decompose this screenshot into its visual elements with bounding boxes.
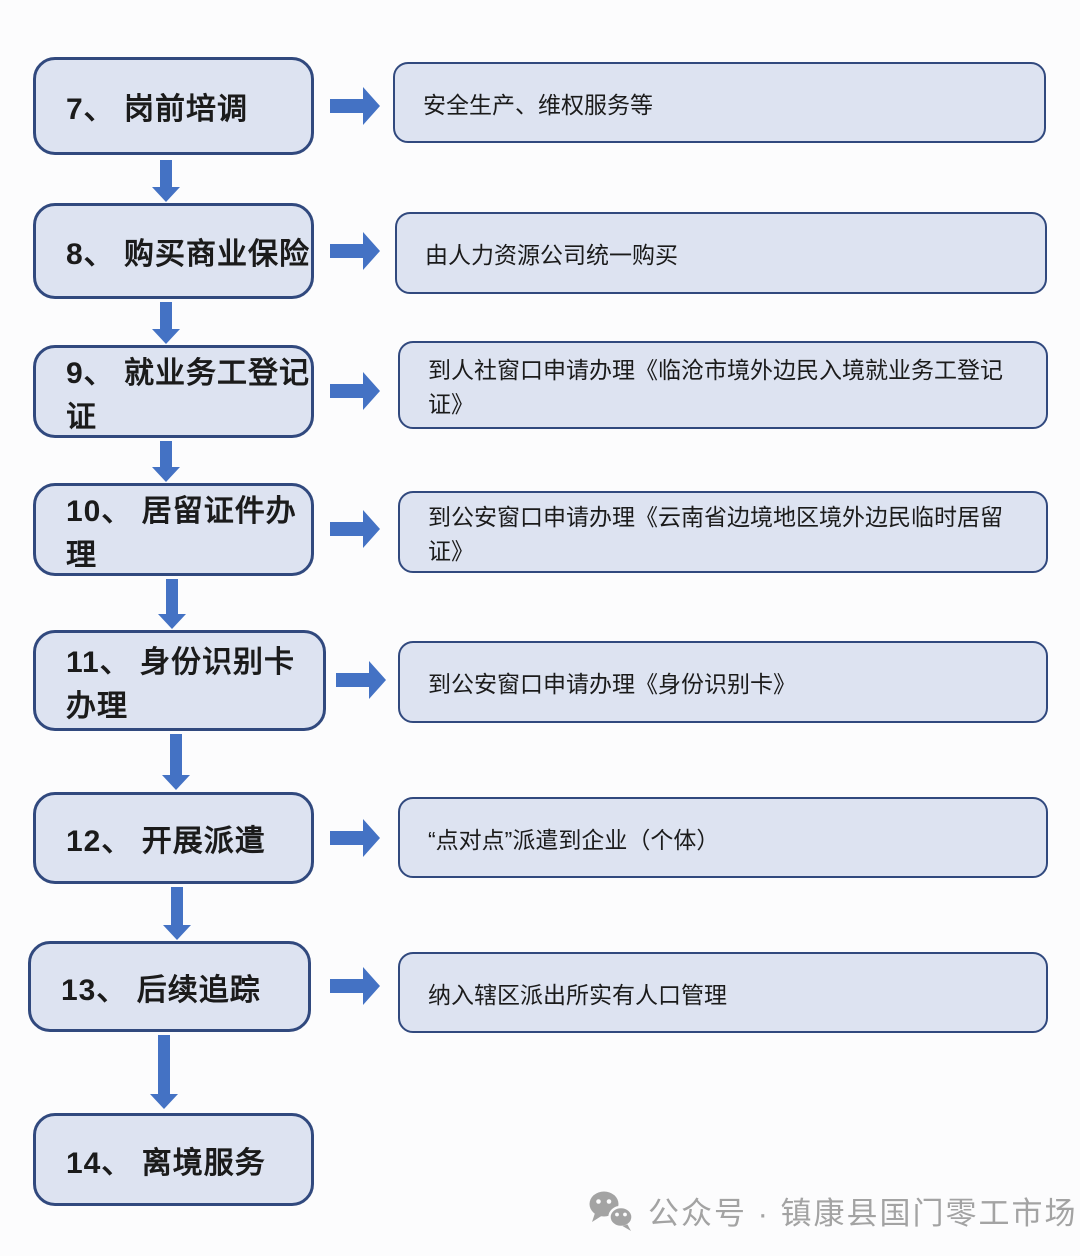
detail-box-9: 到人社窗口申请办理《临沧市境外边民入境就业务工登记证》 — [398, 341, 1048, 429]
arrow-head — [152, 329, 180, 344]
detail-box-11: 到公安窗口申请办理《身份识别卡》 — [398, 641, 1048, 723]
arrow-head — [162, 775, 190, 790]
arrow-shaft — [330, 979, 365, 993]
detail-text-12: “点对点”派遣到企业（个体） — [428, 826, 720, 853]
watermark-text: 公众号 · 镇康县国门零工市场 — [648, 1196, 1078, 1231]
step-box-13: 13、 后续追踪 — [28, 941, 311, 1032]
arrow-down-icon — [152, 302, 180, 344]
detail-text-7: 安全生产、维权服务等 — [423, 91, 653, 118]
step-label-13: 13、 后续追踪 — [61, 973, 261, 1007]
detail-text-8: 由人力资源公司统一购买 — [425, 242, 678, 268]
step-label-9: 9、 就业务工登记证 — [66, 356, 311, 434]
detail-text-9: 到人社窗口申请办理《临沧市境外边民入境就业务工登记证》 — [428, 357, 1003, 417]
arrow-head — [363, 87, 380, 125]
arrow-shaft — [330, 831, 365, 845]
arrow-down-icon — [163, 887, 191, 940]
arrow-down-icon — [152, 160, 180, 202]
step-box-12: 12、 开展派遣 — [33, 792, 314, 884]
arrow-head — [152, 467, 180, 482]
detail-text-11: 到公安窗口申请办理《身份识别卡》 — [428, 671, 796, 697]
step-box-10: 10、 居留证件办理 — [33, 483, 314, 576]
arrow-head — [152, 187, 180, 202]
step-label-12: 12、 开展派遣 — [66, 825, 266, 858]
arrow-head — [363, 967, 380, 1005]
arrow-shaft — [330, 99, 365, 113]
arrow-shaft — [160, 441, 172, 469]
arrow-shaft — [330, 522, 365, 536]
arrow-head — [369, 661, 386, 699]
arrow-shaft — [160, 302, 172, 331]
arrow-head — [163, 925, 191, 940]
step-box-9: 9、 就业务工登记证 — [33, 345, 314, 438]
wechat-icon — [588, 1190, 634, 1232]
step-box-11: 11、 身份识别卡办理 — [33, 630, 326, 731]
arrow-right-icon — [330, 372, 380, 410]
detail-text-10: 到公安窗口申请办理《云南省边境地区境外边民临时居留证》 — [428, 504, 1003, 564]
detail-box-8: 由人力资源公司统一购买 — [395, 212, 1047, 294]
arrow-shaft — [330, 244, 365, 258]
arrow-head — [158, 614, 186, 629]
arrow-head — [363, 510, 380, 548]
arrow-shaft — [160, 160, 172, 189]
arrow-right-icon — [330, 87, 380, 125]
arrow-right-icon — [330, 232, 380, 270]
arrow-down-icon — [150, 1035, 178, 1109]
arrow-shaft — [171, 887, 183, 927]
arrow-right-icon — [330, 819, 380, 857]
arrow-head — [363, 819, 380, 857]
arrow-shaft — [336, 673, 371, 687]
step-label-11: 11、 身份识别卡办理 — [66, 645, 296, 723]
detail-text-13: 纳入辖区派出所实有人口管理 — [428, 981, 727, 1008]
step-box-8: 8、 购买商业保险 — [33, 203, 314, 299]
step-box-7: 7、 岗前培调 — [33, 57, 314, 155]
step-label-8: 8、 购买商业保险 — [66, 238, 311, 271]
watermark: 公众号 · 镇康县国门零工市场 — [588, 1188, 1078, 1233]
arrow-shaft — [170, 734, 182, 777]
step-label-14: 14、 离境服务 — [66, 1146, 266, 1180]
detail-box-12: “点对点”派遣到企业（个体） — [398, 797, 1048, 878]
arrow-down-icon — [162, 734, 190, 790]
arrow-right-icon — [336, 661, 386, 699]
arrow-down-icon — [152, 441, 180, 482]
step-box-14: 14、 离境服务 — [33, 1113, 314, 1206]
detail-box-13: 纳入辖区派出所实有人口管理 — [398, 952, 1048, 1033]
arrow-head — [363, 232, 380, 270]
step-label-10: 10、 居留证件办理 — [66, 494, 297, 572]
arrow-head — [150, 1094, 178, 1109]
arrow-head — [363, 372, 380, 410]
arrow-shaft — [330, 384, 365, 398]
arrow-down-icon — [158, 579, 186, 629]
arrow-shaft — [166, 579, 178, 616]
arrow-right-icon — [330, 510, 380, 548]
detail-box-10: 到公安窗口申请办理《云南省边境地区境外边民临时居留证》 — [398, 491, 1048, 573]
step-label-7: 7、 岗前培调 — [66, 93, 249, 126]
detail-box-7: 安全生产、维权服务等 — [393, 62, 1046, 143]
arrow-right-icon — [330, 967, 380, 1005]
arrow-shaft — [158, 1035, 170, 1096]
